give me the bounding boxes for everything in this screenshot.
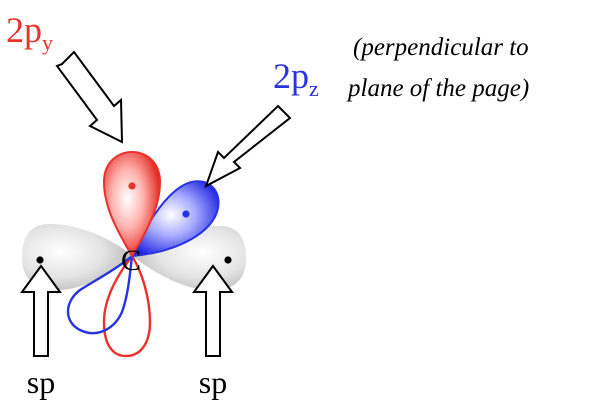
- carbon-label: C: [121, 244, 141, 277]
- pz-dot: [182, 210, 190, 218]
- pz-label: 2pz: [273, 56, 319, 101]
- sp-left-label: sp: [27, 364, 55, 400]
- sp-left-arrow: [20, 264, 62, 357]
- sp-right-arrow: [192, 264, 234, 357]
- note-line-2: plane of the page): [346, 75, 529, 102]
- py-label: 2py: [6, 10, 53, 55]
- pz-arrow: [204, 104, 292, 189]
- py-dot: [128, 182, 136, 190]
- py-arrow: [55, 50, 124, 144]
- py-lower-lobe: [102, 253, 152, 358]
- sp-right-dot: [224, 256, 232, 264]
- sp-left-dot: [36, 256, 44, 264]
- sp-right-label: sp: [199, 364, 227, 400]
- py-upper-lobe: [102, 150, 162, 258]
- note-line-1: (perpendicular to: [353, 34, 529, 61]
- pz-lower-lobe: [66, 253, 134, 335]
- sp-lobe-left: [22, 224, 132, 290]
